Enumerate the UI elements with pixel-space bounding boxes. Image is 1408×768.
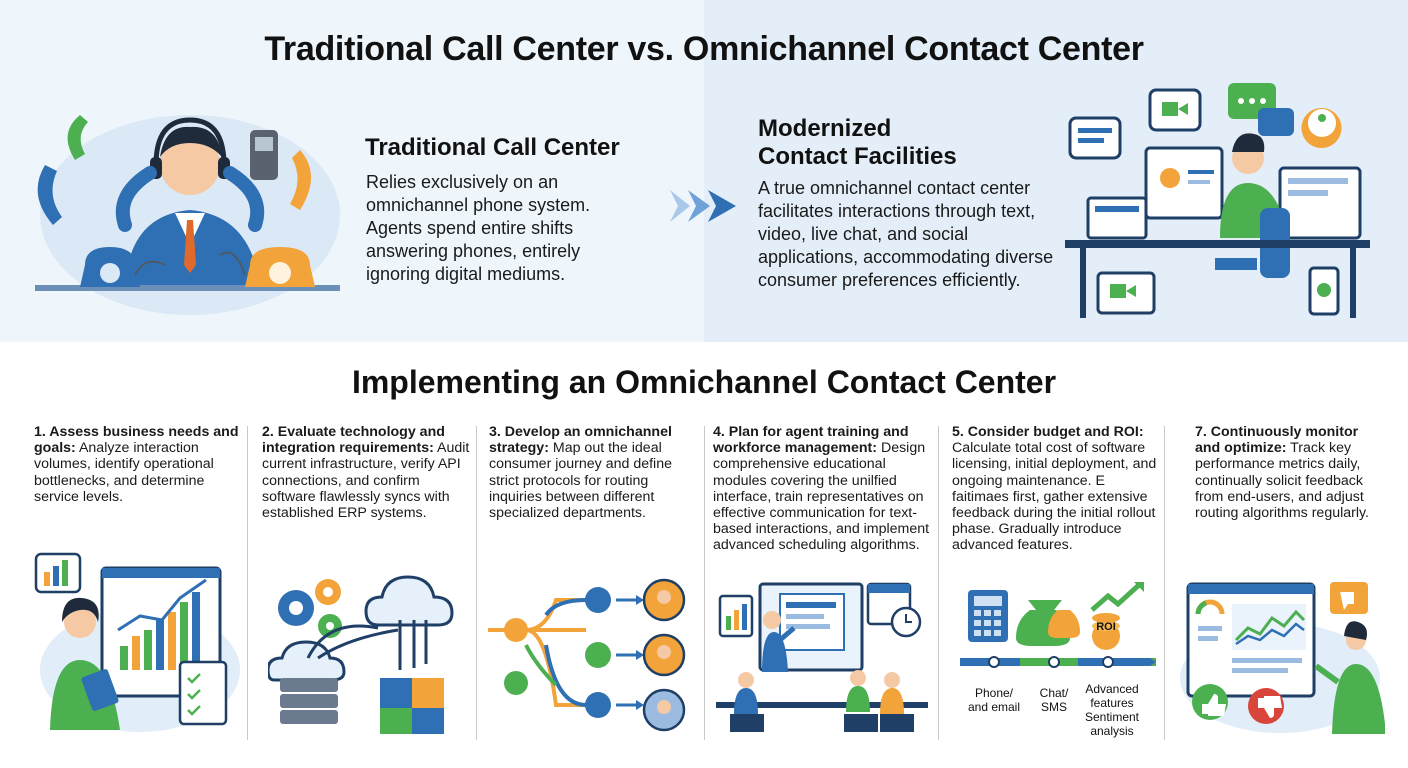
step-text: Analyze interaction volumes, identify op…: [34, 440, 214, 505]
timeline-label-advanced: Advanced features Sentiment analysis: [1084, 682, 1140, 738]
page-title: Traditional Call Center vs. Omnichannel …: [264, 30, 1144, 68]
step-title: 4. Plan for agent training and workforce…: [713, 424, 909, 457]
step-text: Track key performance metrics daily, con…: [1195, 440, 1370, 522]
roi-label: ROI: [1096, 621, 1116, 633]
step-title: 2. Evaluate technology and integration r…: [262, 424, 445, 457]
integration-gears-cloud-illustration: [268, 575, 454, 734]
step-title: 3. Develop an omnichannel strategy:: [489, 424, 672, 457]
step-text: Calculate total cost of software licensi…: [952, 440, 1157, 554]
step-title: 5. Consider budget and ROI:: [952, 424, 1144, 440]
budget-roi-illustration: [960, 582, 1156, 668]
timeline-label-phone: Phone/ and email: [967, 686, 1021, 714]
column-divider: [938, 426, 939, 740]
transition-arrow-icon: [670, 190, 736, 222]
training-classroom-illustration: [716, 582, 928, 732]
timeline-label-chat: Chat/ SMS: [1039, 686, 1069, 714]
performance-monitoring-illustration: [1180, 582, 1385, 734]
column-divider: [247, 426, 248, 740]
analytics-analyst-illustration: [34, 552, 240, 732]
column-divider: [476, 426, 477, 740]
column-divider: [1164, 426, 1165, 740]
modern-description: A true omnichannel contact center facili…: [758, 178, 1054, 290]
step-title: 7. Continuously monitor and optimize:: [1195, 424, 1359, 457]
traditional-description: Relies exclusively on an omnichannel pho…: [366, 172, 591, 284]
step-text: Map out the ideal consumer journey and d…: [489, 440, 672, 522]
step-title: 1. Assess business needs and goals:: [34, 424, 239, 457]
step-strategy: 3. Develop an omnichannel strategy: Map …: [489, 424, 697, 739]
column-divider: [704, 426, 705, 740]
step-assess: 1. Assess business needs and goals: Anal…: [34, 424, 244, 739]
step-monitor: 7. Continuously monitor and optimize: Tr…: [1195, 424, 1385, 739]
omnichannel-workstation-illustration: [1065, 83, 1370, 318]
traditional-heading: Traditional Call Center: [365, 134, 620, 161]
step-budget: 5. Consider budget and ROI: Calculate to…: [952, 424, 1160, 739]
step-evaluate: 2. Evaluate technology and integration r…: [262, 424, 472, 739]
section-title: Implementing an Omnichannel Contact Cent…: [351, 364, 1057, 400]
routing-flow-illustration: [488, 578, 686, 732]
modern-heading-line1: Modernized: [758, 115, 892, 142]
step-text: Audit current infrastructure, verify API…: [262, 440, 470, 522]
modern-heading-line2: Contact Facilities: [758, 143, 957, 170]
step-training: 4. Plan for agent training and workforce…: [713, 424, 933, 739]
stressed-agent-illustration: [35, 115, 340, 315]
step-text: Design comprehensive educational modules…: [713, 440, 930, 554]
